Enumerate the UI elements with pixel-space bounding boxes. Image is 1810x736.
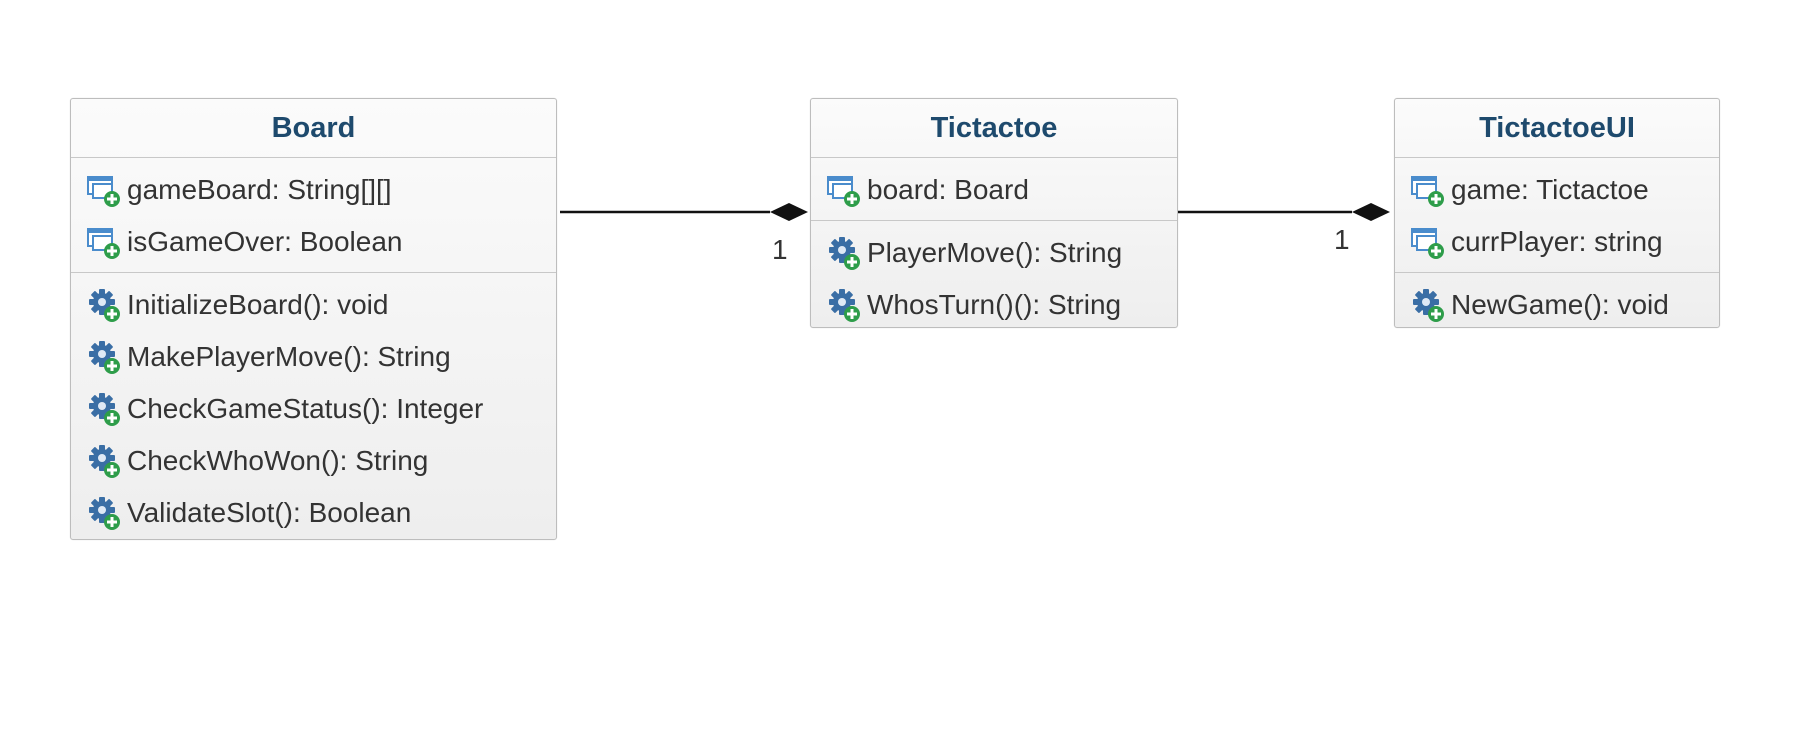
attribute-icon: [1409, 224, 1445, 260]
operations-section: NewGame(): void: [1395, 272, 1719, 335]
operation-icon: [825, 287, 861, 323]
class-board[interactable]: Board gameBoard: String[][] isGameOver: …: [70, 98, 557, 540]
attribute-row[interactable]: gameBoard: String[][]: [71, 164, 556, 216]
attributes-section: game: Tictactoe currPlayer: string: [1395, 158, 1719, 272]
class-tictactoeui[interactable]: TictactoeUI game: Tictactoe currPlayer: …: [1394, 98, 1720, 328]
operation-text: CheckGameStatus(): Integer: [127, 393, 484, 424]
class-title: Tictactoe: [811, 99, 1177, 158]
attribute-row[interactable]: isGameOver: Boolean: [71, 216, 556, 268]
class-tictactoe[interactable]: Tictactoe board: Board PlayerMove(): Str…: [810, 98, 1178, 328]
attribute-row[interactable]: game: Tictactoe: [1395, 164, 1719, 216]
operation-icon: [85, 339, 121, 375]
operation-icon: [1409, 287, 1445, 323]
operation-icon: [85, 287, 121, 323]
operation-icon: [85, 495, 121, 531]
operation-row[interactable]: NewGame(): void: [1395, 279, 1719, 331]
operation-text: WhosTurn()(): String: [867, 289, 1122, 320]
attribute-text: gameBoard: String[][]: [127, 174, 392, 205]
class-title: TictactoeUI: [1395, 99, 1719, 158]
attributes-section: board: Board: [811, 158, 1177, 220]
attribute-icon: [1409, 172, 1445, 208]
operation-text: NewGame(): void: [1451, 289, 1669, 320]
attribute-icon: [825, 172, 861, 208]
composition-diamond-tictactoeui: [1352, 203, 1390, 221]
attribute-text: board: Board: [867, 174, 1029, 205]
attribute-text: game: Tictactoe: [1451, 174, 1649, 205]
attribute-icon: [85, 224, 121, 260]
operation-row[interactable]: MakePlayerMove(): String: [71, 331, 556, 383]
attributes-section: gameBoard: String[][] isGameOver: Boolea…: [71, 158, 556, 272]
attribute-row[interactable]: board: Board: [811, 164, 1177, 216]
operation-row[interactable]: CheckGameStatus(): Integer: [71, 383, 556, 435]
attribute-icon: [85, 172, 121, 208]
operation-icon: [85, 443, 121, 479]
composition-diamond-tictactoe: [770, 203, 808, 221]
operation-text: MakePlayerMove(): String: [127, 341, 451, 372]
operation-row[interactable]: CheckWhoWon(): String: [71, 435, 556, 487]
operation-row[interactable]: ValidateSlot(): Boolean: [71, 487, 556, 539]
operation-icon: [85, 391, 121, 427]
operation-text: InitializeBoard(): void: [127, 289, 389, 320]
operation-row[interactable]: WhosTurn()(): String: [811, 279, 1177, 331]
operation-icon: [825, 235, 861, 271]
operation-row[interactable]: PlayerMove(): String: [811, 227, 1177, 279]
operation-text: ValidateSlot(): Boolean: [127, 497, 412, 528]
attribute-row[interactable]: currPlayer: string: [1395, 216, 1719, 268]
operation-text: PlayerMove(): String: [867, 237, 1123, 268]
multiplicity-label: 1: [772, 234, 788, 265]
operations-section: PlayerMove(): String WhosTurn()(): Strin…: [811, 220, 1177, 335]
operation-text: CheckWhoWon(): String: [127, 445, 429, 476]
multiplicity-label: 1: [1334, 224, 1350, 255]
operations-section: InitializeBoard(): void MakePlayerMove()…: [71, 272, 556, 543]
class-title: Board: [71, 99, 556, 158]
operation-row[interactable]: InitializeBoard(): void: [71, 279, 556, 331]
attribute-text: isGameOver: Boolean: [127, 226, 403, 257]
attribute-text: currPlayer: string: [1451, 226, 1663, 257]
